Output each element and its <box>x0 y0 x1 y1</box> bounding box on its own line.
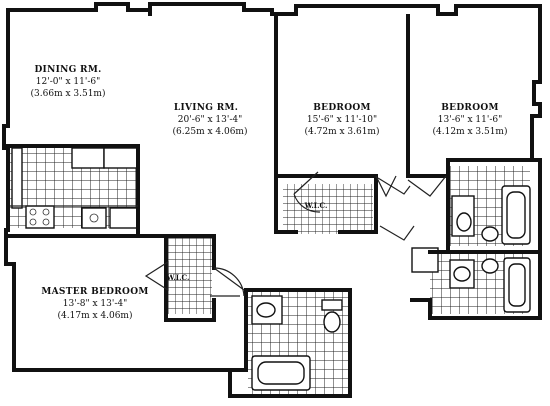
master-bedroom-name: MASTER BEDROOM <box>41 287 148 297</box>
master-wic-tile <box>166 238 212 314</box>
bedroom-wic-label: W.I.C. <box>304 201 328 210</box>
stove <box>25 205 55 229</box>
toilet-bowl <box>323 311 341 333</box>
toilet-tank <box>321 299 343 311</box>
bathroom-right-upper-fixtures <box>451 185 531 245</box>
living-room-dim-ft: 20'-6" x 13'-4" <box>178 115 242 125</box>
bathroom-right-lower-fixtures <box>411 247 531 313</box>
master-wic-label: W.I.C. <box>166 273 190 282</box>
dining-room-name: DINING RM. <box>34 65 101 75</box>
kitchen-fixtures <box>11 147 139 229</box>
living-room-name: LIVING RM. <box>174 103 238 113</box>
dining-room-dim-ft: 12'-0" x 11'-6" <box>36 77 100 87</box>
master-bedroom-dim-m: (4.17m x 4.06m) <box>58 310 133 321</box>
bedroom-2-dim-ft: 13'-6" x 11'-6" <box>438 115 502 125</box>
bedroom-2-dim-m: (4.12m x 3.51m) <box>433 126 508 137</box>
bathroom-center-fixtures <box>251 295 343 391</box>
bedroom-1-name: BEDROOM <box>313 103 371 113</box>
bedroom-2-name: BEDROOM <box>441 103 499 113</box>
doors <box>144 171 447 297</box>
bedroom-1-dim-m: (4.72m x 3.61m) <box>305 126 380 137</box>
dining-room-dim-m: (3.66m x 3.51m) <box>31 88 106 99</box>
master-bedroom-dim-ft: 13'-8" x 13'-4" <box>63 299 127 309</box>
walls <box>2 2 542 398</box>
toilet-right-upper <box>481 226 499 242</box>
toilet-right-lower <box>481 258 499 274</box>
bedroom-1-dim-ft: 15'-6" x 11'-10" <box>307 115 377 125</box>
living-room-dim-m: (6.25m x 4.06m) <box>173 126 248 137</box>
room-labels: DINING RM. 12'-0" x 11'-6" (3.66m x 3.51… <box>31 65 508 321</box>
kitchen-sink <box>81 207 107 229</box>
bedroom-wic-tile <box>283 184 373 234</box>
